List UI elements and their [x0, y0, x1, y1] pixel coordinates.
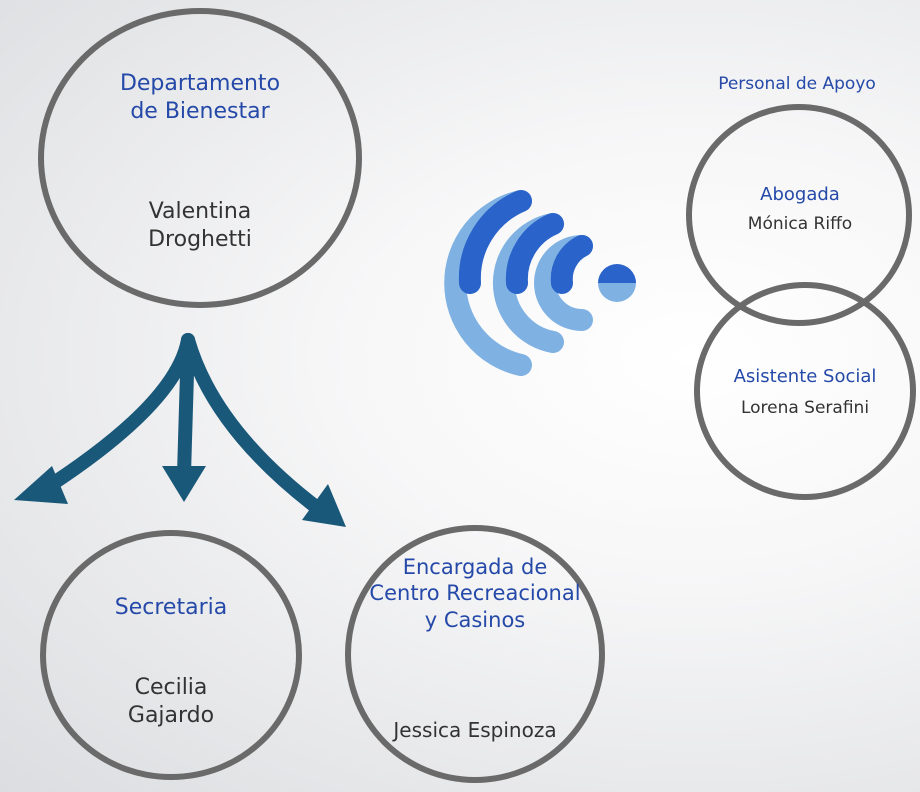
- arrowhead-left: [14, 466, 68, 504]
- social-worker-name: Lorena Serafini: [740, 398, 870, 418]
- recreation-manager-title-line2: Centro Recreacional: [369, 581, 581, 606]
- lawyer-name: Mónica Riffo: [747, 214, 853, 234]
- lawyer-title: Abogada: [760, 184, 840, 205]
- welfare-department-head-name: Valentina Droghetti: [60, 198, 340, 253]
- welfare-department-title: Departamento de Bienestar: [60, 70, 340, 125]
- recreation-manager-title-line3: y Casinos: [424, 607, 526, 632]
- recreation-manager-name: Jessica Espinoza: [393, 718, 557, 742]
- secretary-last-name: Gajardo: [127, 702, 215, 728]
- recreation-manager-title-line1: Encargada de: [402, 555, 548, 579]
- secretary-name: Cecilia Gajardo: [70, 674, 272, 729]
- welfare-department-circle: [38, 8, 362, 308]
- welfare-department-head-first-name: Valentina: [148, 199, 252, 224]
- wireless-signal-icon: [444, 190, 636, 376]
- social-worker-circle: [694, 282, 916, 500]
- secretary-first-name: Cecilia: [134, 675, 208, 700]
- branching-arrows-icon: [14, 333, 346, 527]
- arrowhead-down: [162, 466, 206, 502]
- welfare-department-head-last-name: Droghetti: [148, 226, 252, 252]
- arrowhead-right: [302, 484, 346, 527]
- recreation-manager-title: Encargada de Centro Recreacional y Casin…: [350, 554, 600, 633]
- social-worker-title: Asistente Social: [733, 366, 877, 387]
- secretary-title: Secretaria: [114, 595, 228, 620]
- welfare-department-title-line1: Departamento: [119, 71, 281, 96]
- support-staff-heading: Personal de Apoyo: [718, 74, 876, 94]
- recreation-manager-circle: [345, 525, 605, 783]
- welfare-department-title-line2: de Bienestar: [130, 98, 270, 124]
- secretary-circle: [40, 530, 302, 780]
